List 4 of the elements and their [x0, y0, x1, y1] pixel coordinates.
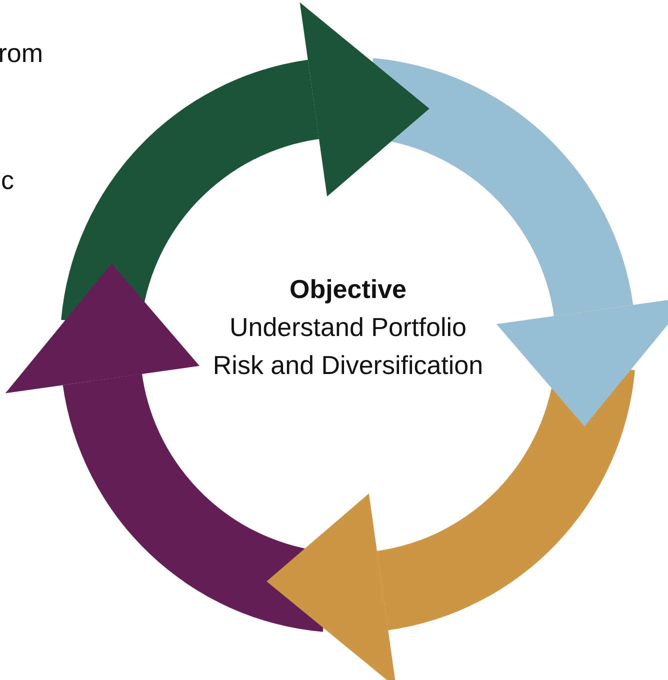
heading-text: Objective: [288, 273, 408, 306]
cut-off-text: c: [1, 165, 14, 196]
body-text: Understand Portfolio Risk and Diversification: [212, 311, 484, 382]
cut-off-text: rom: [0, 38, 43, 69]
